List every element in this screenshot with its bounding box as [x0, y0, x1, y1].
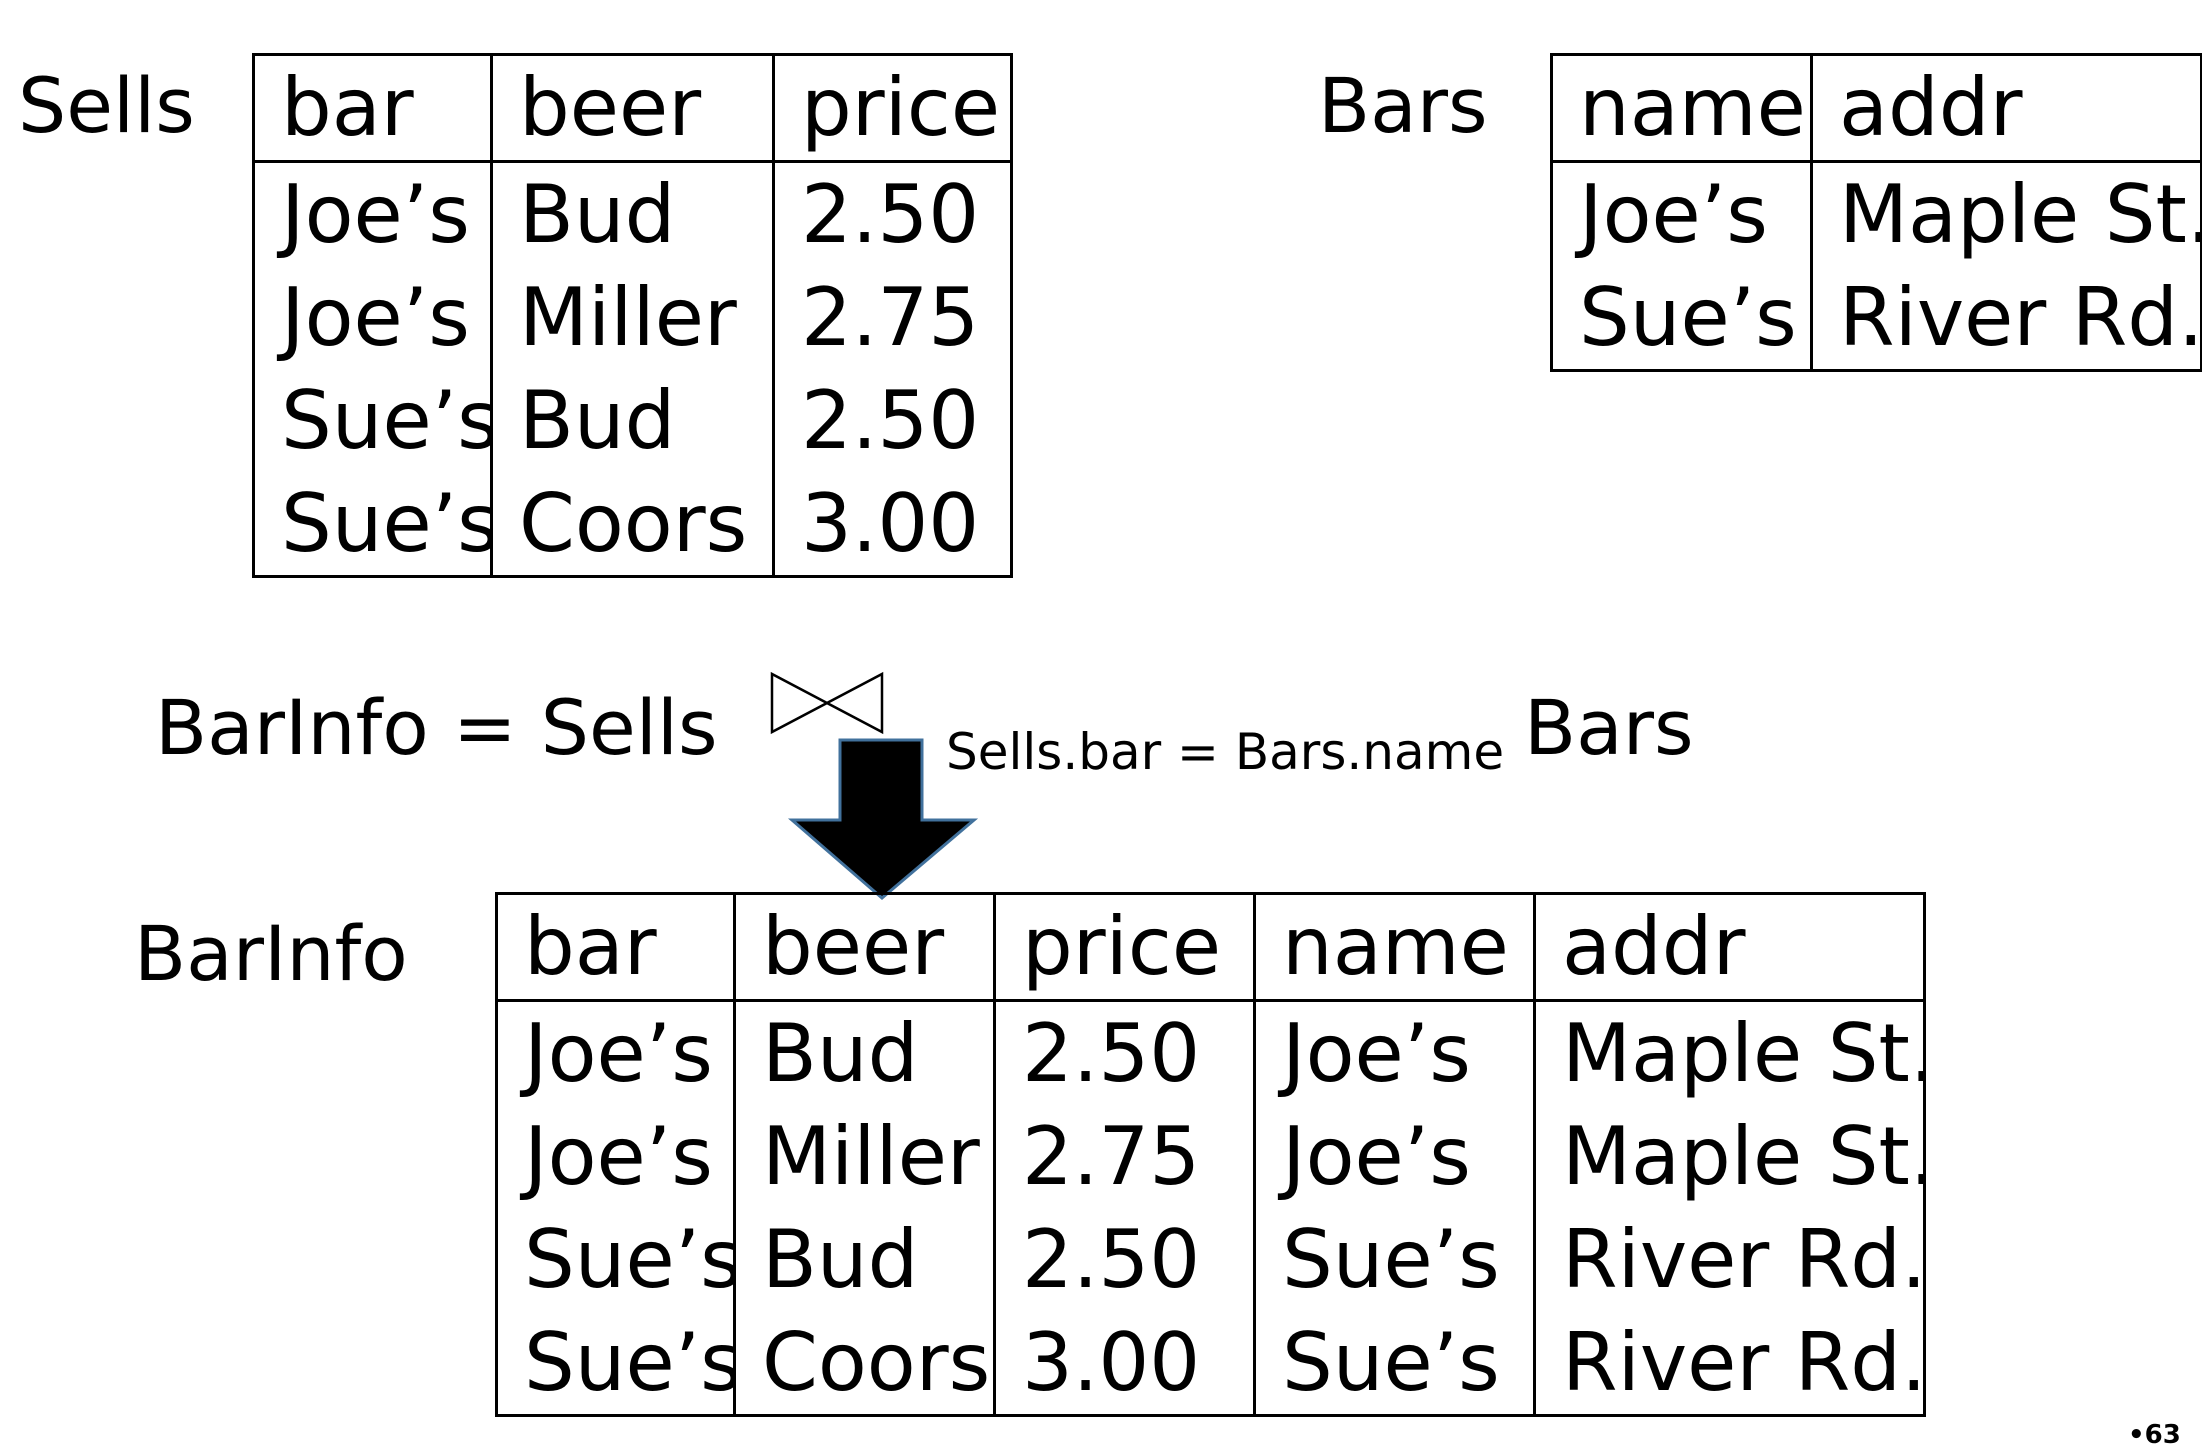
column-header: bar [252, 53, 493, 163]
table-cell: 2.50 [993, 1000, 1256, 1105]
column-header: beer [490, 53, 775, 163]
table-cell: Miller [733, 1105, 996, 1208]
table-cell: Maple St. [1810, 161, 2202, 266]
table-cell: Sue’s [1550, 266, 1813, 372]
sells-header-row: bar beer price [252, 53, 1013, 163]
table-row: Sue’s River Rd. [1550, 266, 2202, 372]
table-row: Sue’s Coors 3.00 Sue’s River Rd. [495, 1311, 1926, 1417]
down-arrow-icon [787, 738, 979, 900]
table-cell: Joe’s [1253, 1000, 1536, 1105]
column-header: addr [1533, 892, 1926, 1002]
table-cell: Joe’s [252, 161, 493, 266]
table-row: Joe’s Maple St. [1550, 161, 2202, 266]
table-row: Sue’s Coors 3.00 [252, 472, 1013, 578]
table-cell: Joe’s [252, 266, 493, 369]
table-cell: Bud [490, 161, 775, 266]
bars-label: Bars [1318, 61, 1488, 150]
table-row: Joe’s Bud 2.50 Joe’s Maple St. [495, 1000, 1926, 1105]
table-cell: 2.50 [993, 1208, 1256, 1311]
column-header: price [993, 892, 1256, 1002]
table-cell: Joe’s [1550, 161, 1813, 266]
column-header: bar [495, 892, 736, 1002]
table-cell: Maple St. [1533, 1105, 1926, 1208]
table-cell: 3.00 [993, 1311, 1256, 1417]
table-cell: 2.50 [772, 161, 1013, 266]
table-row: Sue’s Bud 2.50 [252, 369, 1013, 472]
table-cell: Bud [490, 369, 775, 472]
sells-label: Sells [18, 61, 195, 150]
barinfo-label: BarInfo [134, 909, 408, 998]
column-header: beer [733, 892, 996, 1002]
join-condition: Sells.bar = Bars.name [946, 723, 1505, 781]
table-cell: 2.75 [993, 1105, 1256, 1208]
table-row: Joe’s Miller 2.75 [252, 266, 1013, 369]
table-cell: 2.50 [772, 369, 1013, 472]
expression-rhs: Bars [1524, 683, 1694, 772]
sells-table: bar beer price Joe’s Bud 2.50 Joe’s Mill… [252, 53, 1013, 578]
table-cell: Bud [733, 1000, 996, 1105]
table-cell: Joe’s [1253, 1105, 1536, 1208]
table-cell: 2.75 [772, 266, 1013, 369]
table-cell: Sue’s [495, 1208, 736, 1311]
table-cell: Sue’s [495, 1311, 736, 1417]
table-cell: Miller [490, 266, 775, 369]
barinfo-table: bar beer price name addr Joe’s Bud 2.50 … [495, 892, 1926, 1417]
table-cell: Joe’s [495, 1105, 736, 1208]
table-cell: River Rd. [1533, 1208, 1926, 1311]
table-cell: Sue’s [1253, 1311, 1536, 1417]
table-cell: Joe’s [495, 1000, 736, 1105]
column-header: price [772, 53, 1013, 163]
column-header: name [1253, 892, 1536, 1002]
page-number: •63 [2128, 1420, 2181, 1450]
table-cell: 3.00 [772, 472, 1013, 578]
table-row: Joe’s Bud 2.50 [252, 161, 1013, 266]
table-cell: Sue’s [252, 472, 493, 578]
bowtie-join-icon [770, 671, 884, 735]
table-row: Joe’s Miller 2.75 Joe’s Maple St. [495, 1105, 1926, 1208]
table-cell: Maple St. [1533, 1000, 1926, 1105]
column-header: addr [1810, 53, 2202, 163]
barinfo-header-row: bar beer price name addr [495, 892, 1926, 1002]
bars-table: name addr Joe’s Maple St. Sue’s River Rd… [1550, 53, 2202, 372]
table-cell: Coors [490, 472, 775, 578]
table-cell: River Rd. [1810, 266, 2202, 372]
bars-header-row: name addr [1550, 53, 2202, 163]
table-cell: Sue’s [252, 369, 493, 472]
column-header: name [1550, 53, 1813, 163]
table-cell: Bud [733, 1208, 996, 1311]
table-row: Sue’s Bud 2.50 Sue’s River Rd. [495, 1208, 1926, 1311]
table-cell: River Rd. [1533, 1311, 1926, 1417]
table-cell: Coors [733, 1311, 996, 1417]
expression-lhs: BarInfo = Sells [155, 683, 718, 772]
table-cell: Sue’s [1253, 1208, 1536, 1311]
